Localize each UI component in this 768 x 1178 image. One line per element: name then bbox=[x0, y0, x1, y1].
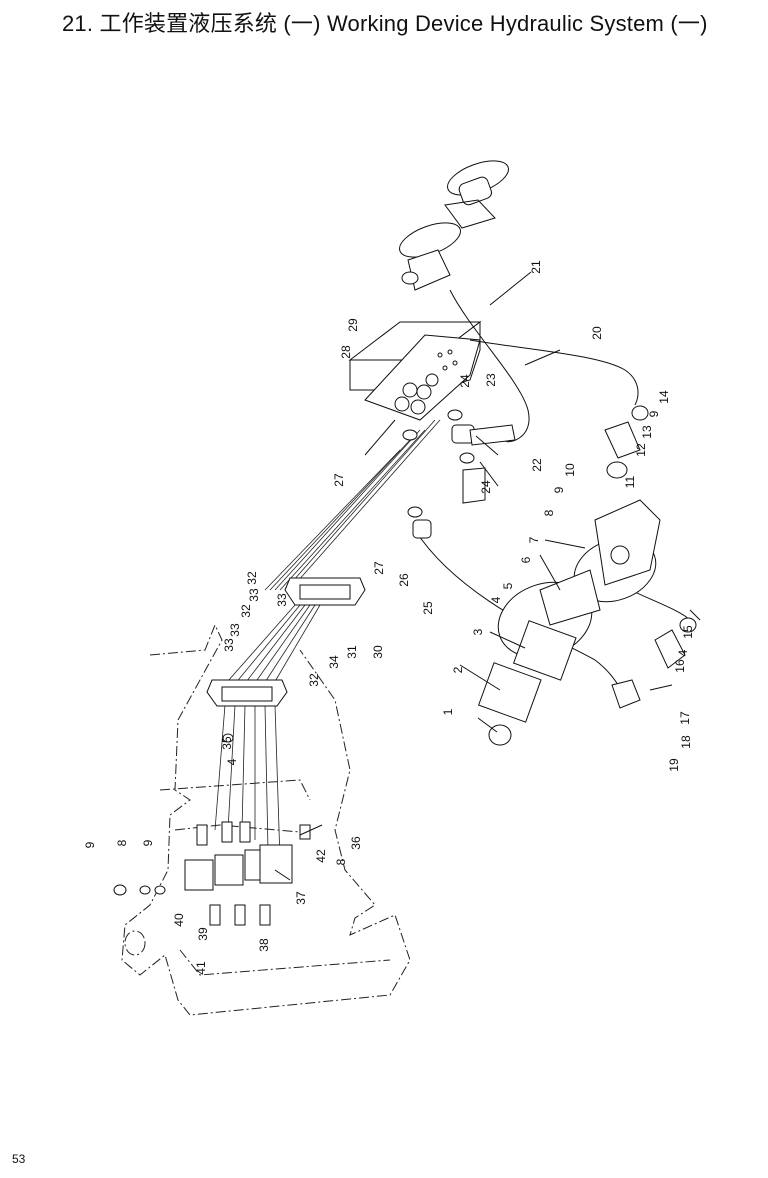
callout-40: 40 bbox=[172, 913, 186, 927]
hose-clamps bbox=[206, 577, 366, 707]
callout-20: 20 bbox=[590, 326, 604, 340]
callout-33: 33 bbox=[275, 593, 289, 607]
callout-35: 35 bbox=[220, 736, 234, 750]
callout-32: 32 bbox=[245, 571, 259, 585]
callout-22: 22 bbox=[530, 458, 544, 472]
callout-32: 32 bbox=[307, 673, 321, 687]
callout-23: 23 bbox=[484, 373, 498, 387]
callout-33: 33 bbox=[222, 638, 236, 652]
callout-27: 27 bbox=[332, 473, 346, 487]
callout-15: 15 bbox=[681, 625, 695, 639]
callout-33: 33 bbox=[228, 623, 242, 637]
upper-tank-fittings bbox=[399, 160, 509, 291]
callout-3: 3 bbox=[471, 628, 485, 635]
callout-18: 18 bbox=[679, 735, 693, 749]
callout-6: 6 bbox=[519, 556, 533, 563]
callout-16: 16 bbox=[673, 659, 687, 673]
lower-manifold bbox=[113, 733, 311, 926]
control-valve-block bbox=[348, 320, 482, 421]
callout-19: 19 bbox=[667, 758, 681, 772]
callout-39: 39 bbox=[196, 927, 210, 941]
fittings-center bbox=[402, 409, 516, 539]
callout-13: 13 bbox=[640, 425, 654, 439]
callout-33: 33 bbox=[247, 588, 261, 602]
callout-14: 14 bbox=[657, 390, 671, 404]
callout-4: 4 bbox=[676, 649, 690, 656]
callout-9: 9 bbox=[552, 486, 566, 493]
callout-41: 41 bbox=[194, 961, 208, 975]
callout-25: 25 bbox=[421, 601, 435, 615]
callout-10: 10 bbox=[563, 463, 577, 477]
callout-34: 34 bbox=[327, 655, 341, 669]
page-number: 53 bbox=[12, 1152, 26, 1166]
callout-24: 24 bbox=[458, 374, 472, 388]
leader-lines bbox=[274, 271, 701, 881]
callout-12: 12 bbox=[634, 443, 648, 457]
callout-labels: 1234567891011121391415164171819202122232… bbox=[83, 260, 695, 975]
callout-1: 1 bbox=[441, 708, 455, 715]
pump-assembly bbox=[478, 405, 697, 746]
callout-42: 42 bbox=[314, 849, 328, 863]
callout-37: 37 bbox=[294, 891, 308, 905]
callout-26: 26 bbox=[397, 573, 411, 587]
callout-29: 29 bbox=[346, 318, 360, 332]
callout-24: 24 bbox=[479, 480, 493, 494]
callout-9: 9 bbox=[83, 841, 97, 848]
callout-36: 36 bbox=[349, 836, 363, 850]
page-title: 21. 工作装置液压系统 (一) Working Device Hydrauli… bbox=[62, 11, 708, 36]
callout-5: 5 bbox=[501, 582, 515, 589]
callout-21: 21 bbox=[529, 260, 543, 274]
callout-8: 8 bbox=[334, 858, 348, 865]
callout-30: 30 bbox=[371, 645, 385, 659]
callout-31: 31 bbox=[345, 645, 359, 659]
callout-7: 7 bbox=[527, 536, 541, 543]
callout-28: 28 bbox=[339, 345, 353, 359]
callout-17: 17 bbox=[678, 711, 692, 725]
callout-8: 8 bbox=[542, 509, 556, 516]
callout-9: 9 bbox=[647, 410, 661, 417]
callout-4: 4 bbox=[225, 758, 239, 765]
callout-11: 11 bbox=[623, 475, 637, 488]
callout-2: 2 bbox=[451, 666, 465, 673]
callout-27: 27 bbox=[372, 561, 386, 575]
callout-9: 9 bbox=[141, 839, 155, 846]
machine-frame-outline bbox=[121, 623, 411, 1016]
callout-38: 38 bbox=[257, 938, 271, 952]
callout-8: 8 bbox=[115, 839, 129, 846]
callout-4: 4 bbox=[489, 596, 503, 603]
callout-32: 32 bbox=[239, 604, 253, 618]
